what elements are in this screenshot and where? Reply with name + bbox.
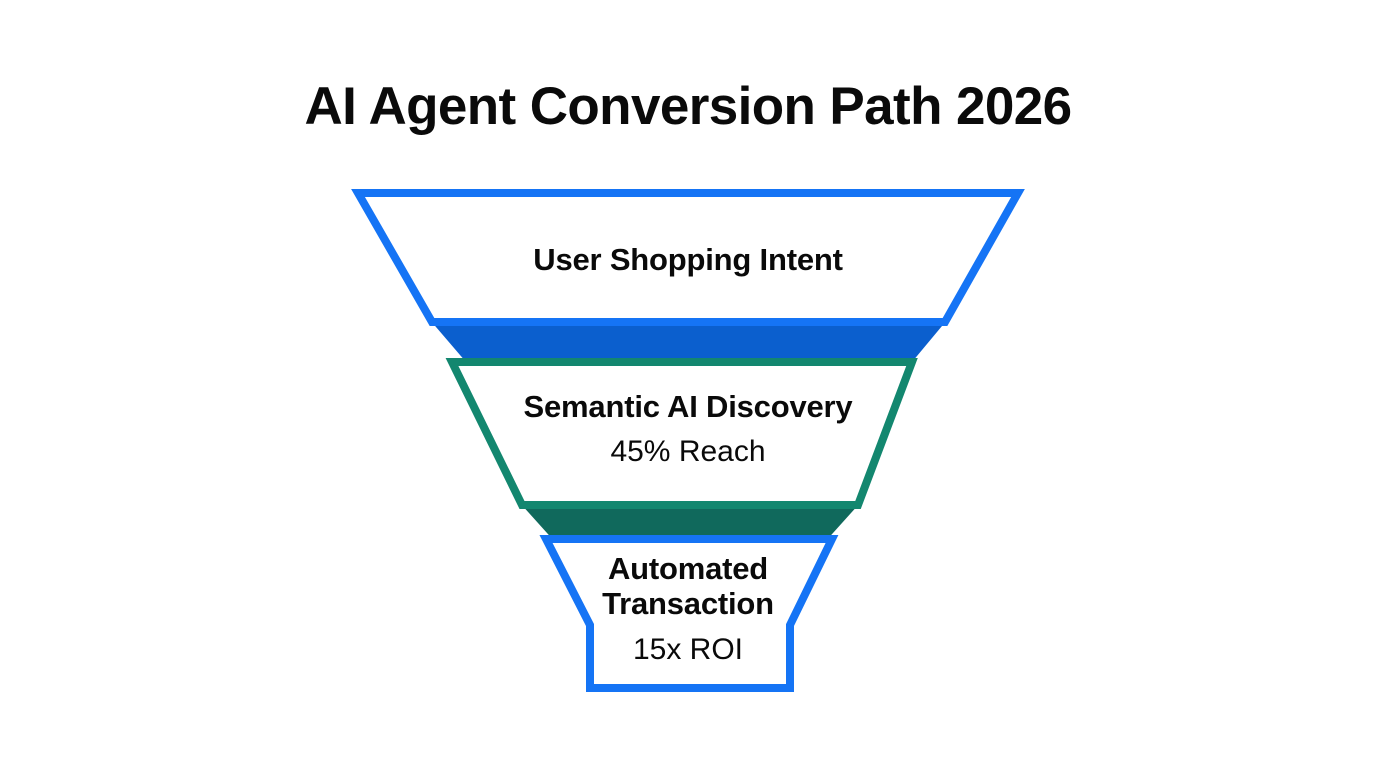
stage-1-title: User Shopping Intent: [533, 242, 843, 277]
connector-stage-1-to-2: [430, 320, 947, 362]
funnel-stage-1-shape[interactable]: [351, 189, 1025, 326]
funnel-stage-2-label: Semantic AI Discovery 45% Reach: [498, 389, 878, 468]
stage-3-title-line-2: Transaction: [602, 585, 774, 621]
stage-3-title-line-1: Automated: [607, 551, 769, 586]
funnel-stage-3-label: Automated Transaction 15x ROI: [560, 551, 816, 667]
page-title: AI Agent Conversion Path 2026: [304, 77, 1073, 136]
funnel-stage-3-shape[interactable]: [539, 535, 839, 692]
funnel-stage-1-label: User Shopping Intent: [438, 242, 938, 278]
stage-3-metric: 15x ROI: [632, 633, 744, 667]
connector-stage-2-to-3: [520, 503, 860, 543]
stage-2-metric: 45% Reach: [610, 434, 766, 468]
stage-2-title: Semantic AI Discovery: [523, 389, 853, 424]
funnel-stage-2-shape[interactable]: [445, 358, 918, 509]
